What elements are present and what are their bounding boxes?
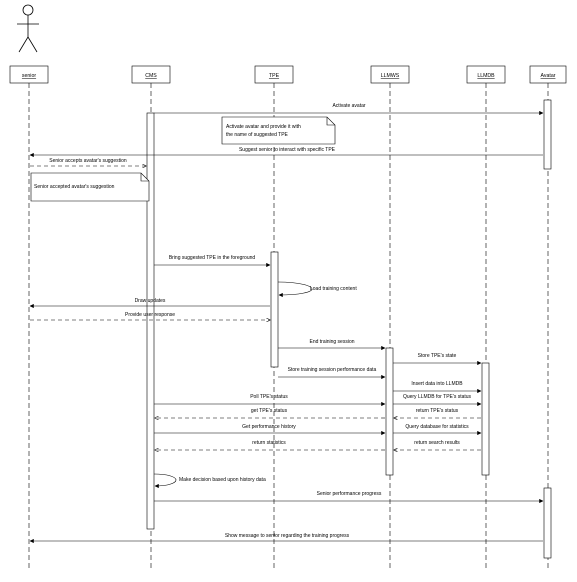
msg-load-content-label: Load training content (310, 286, 357, 292)
msg-user-response-label: Provide user response (125, 312, 175, 318)
msg-make-decision-arrow (153, 473, 177, 489)
participant-llmdb-label: LLMDB (477, 73, 495, 79)
activation-cms (146, 112, 155, 530)
msg-make-decision-label: Make decision based upon history data (179, 477, 266, 483)
participant-tpe: TPE (254, 65, 294, 84)
participant-senior-label: senior (22, 73, 36, 79)
msg-poll-status-label: Poll TPE's status (250, 394, 288, 400)
msg-bring-tpe-label: Bring suggested TPE in the foreground (169, 255, 256, 261)
participant-cms: CMS (131, 65, 171, 84)
msg-return-status-label: return TPE's status (416, 408, 459, 414)
note-activate-avatar: Activate avatar and provide it with the … (221, 116, 336, 145)
participant-llmws-label: LLMWS (381, 73, 400, 79)
msg-load-content-arrow (277, 281, 313, 298)
participant-tpe-label: TPE (269, 73, 280, 79)
activation-tpe (270, 251, 279, 368)
participant-avatar-label: Avatar (541, 73, 556, 79)
participant-senior: senior (9, 65, 49, 84)
note-activate-avatar-line2: the name of suggested TPE (226, 132, 289, 138)
msg-end-session-label: End training session (309, 339, 354, 345)
msg-store-performance-label: Store training session performance data (288, 367, 377, 373)
activation-llmdb (481, 362, 490, 476)
msg-query-stats-label: Query database for statistics (405, 424, 469, 430)
msg-activate-avatar-label: Activate avatar (332, 103, 365, 109)
msg-get-status-label: get TPE's status (251, 408, 288, 414)
msg-query-status-label: Query LLMDB for TPE's status (403, 394, 472, 400)
activation-llmws (385, 347, 394, 476)
msg-return-stats-label: return statistics (252, 440, 286, 446)
msg-senior-accepts-label: Senior accepts avatar's suggestion (49, 158, 127, 164)
msg-get-history-label: Get performance history (242, 424, 296, 430)
activation-avatar-1 (543, 99, 552, 170)
note-senior-accepted-line1: Senior accepted avatar's suggestion (34, 184, 115, 190)
participant-llmws: LLMWS (370, 65, 410, 84)
activation-avatar-2 (543, 487, 552, 559)
senior-actor-icon (17, 4, 39, 53)
msg-insert-data-label: Insert data into LLMDB (411, 381, 463, 387)
msg-show-message-label: Show message to senior regarding the tra… (225, 533, 350, 539)
msg-store-state-label: Store TPE's state (418, 353, 457, 359)
msg-suggest-senior-label: Suggest senior to interact with specific… (239, 147, 336, 153)
note-activate-avatar-line1: Activate avatar and provide it with (226, 124, 301, 130)
msg-performance-progress-label: Senior performance progress (317, 491, 382, 497)
participant-llmdb: LLMDB (466, 65, 506, 84)
participant-avatar: Avatar (529, 65, 567, 84)
participant-cms-label: CMS (145, 73, 157, 79)
note-senior-accepted: Senior accepted avatar's suggestion (30, 172, 150, 202)
msg-return-results-label: return search results (414, 440, 460, 446)
msg-draw-updates-label: Draw updates (135, 298, 166, 304)
